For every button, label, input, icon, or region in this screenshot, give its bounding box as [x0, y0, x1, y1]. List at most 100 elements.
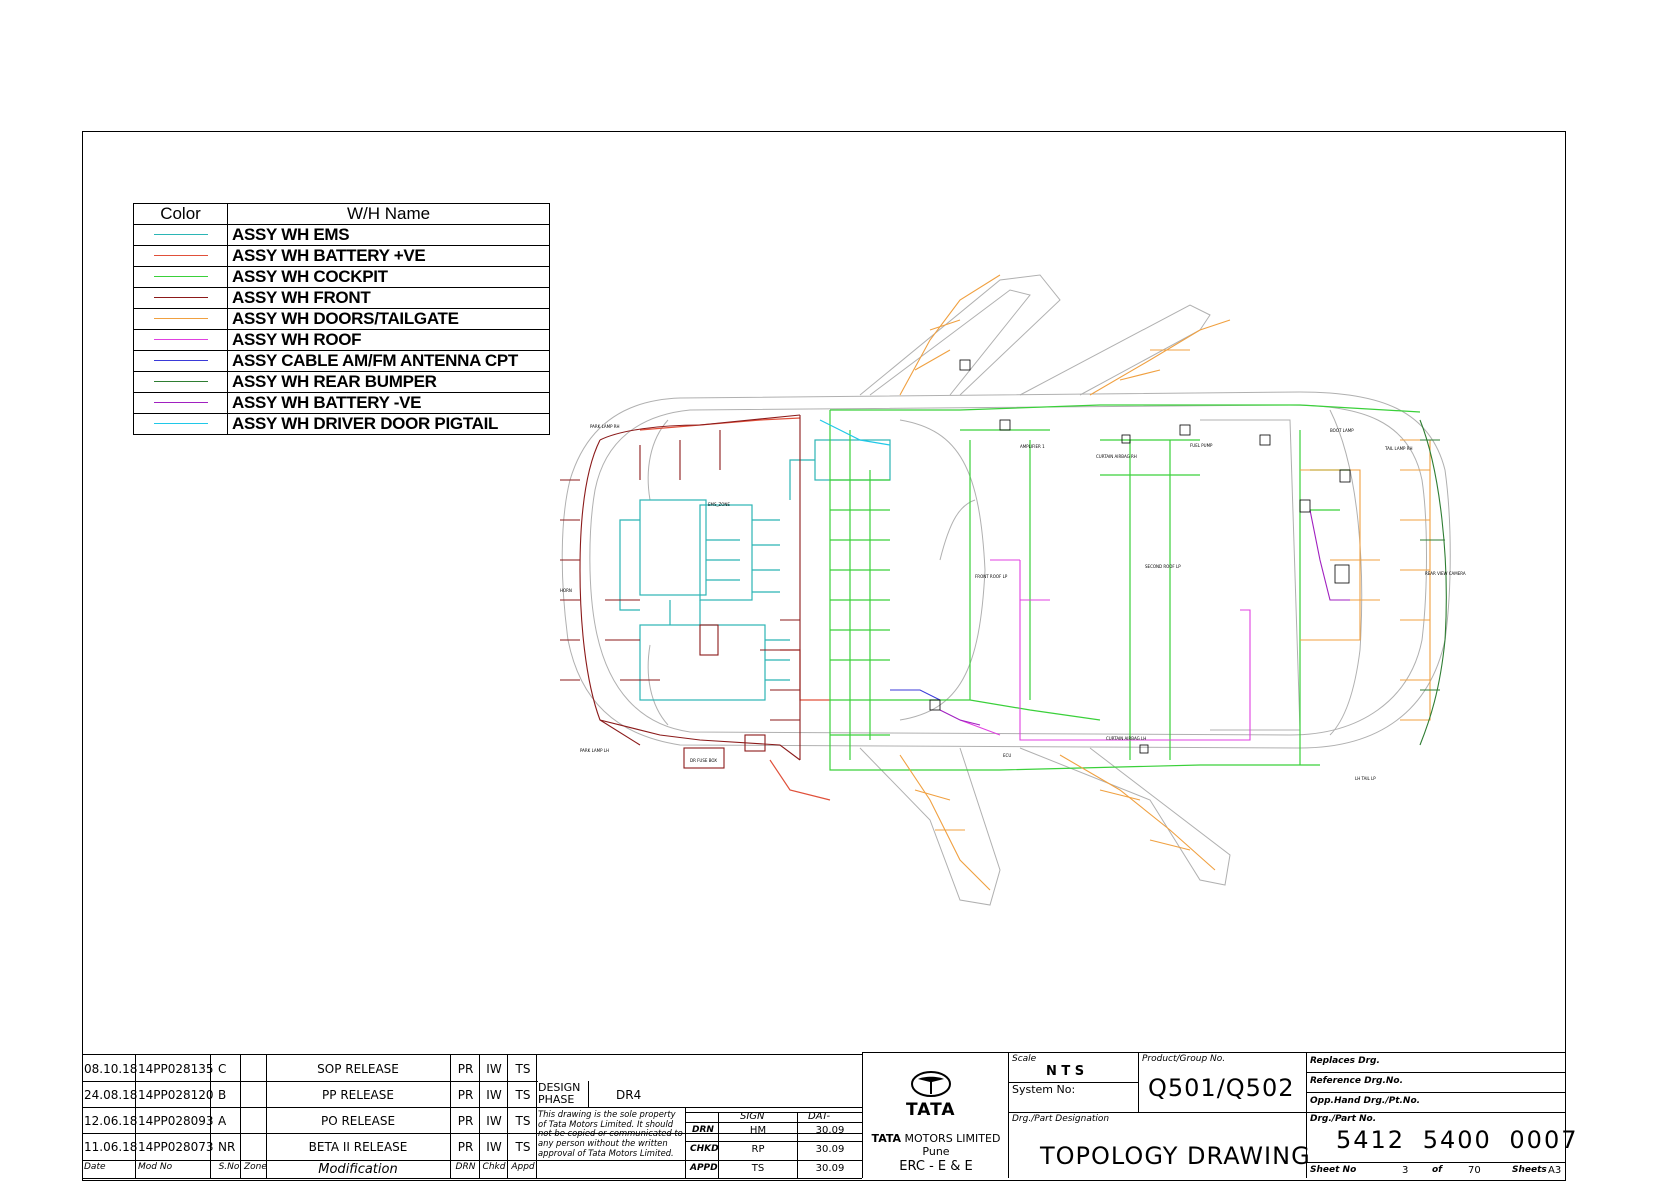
revision-s-no: B — [218, 1088, 227, 1102]
label-curtain-airbag-rh: CURTAIN AIRBAG RH — [1096, 454, 1137, 459]
label-front-roof-lp: FRONT ROOF LP — [975, 574, 1008, 579]
component-boxes — [929, 359, 1351, 754]
sheet-no-label: Sheet No — [1310, 1165, 1357, 1175]
revision-drn: PR — [457, 1114, 474, 1128]
legend-name: ASSY WH REAR BUMPER — [227, 371, 550, 393]
signoff-role: APPD — [690, 1163, 718, 1173]
signoff-role: DRN — [692, 1125, 714, 1135]
revision-header-s-no: S.No — [218, 1162, 240, 1172]
revision-header-chkd: Chkd — [482, 1162, 506, 1172]
revision-appd: TS — [515, 1140, 531, 1154]
tata-wordmark: TATA — [906, 1100, 956, 1120]
label-tail-lamp-lh: LH TAIL LP — [1355, 776, 1376, 781]
company-name-rest: MOTORS LIMITED — [904, 1132, 1001, 1145]
revision-date: 11.06.18 — [84, 1140, 138, 1154]
revision-chkd: IW — [486, 1062, 502, 1076]
revision-s-no: NR — [218, 1140, 236, 1154]
legend-row: ASSY CABLE AM/FM ANTENNA CPT — [133, 350, 550, 372]
revision-appd: TS — [515, 1062, 531, 1076]
revision-chkd: IW — [486, 1114, 502, 1128]
label-rear-view-camera: REAR VIEW CAMERA — [1425, 571, 1466, 576]
harness-cockpit — [829, 404, 1421, 771]
legend-swatch — [153, 234, 208, 236]
label-ecu: ECU — [1003, 753, 1011, 758]
car-body-outline — [561, 274, 1451, 906]
legend-swatch — [153, 255, 208, 257]
revision-drn: PR — [457, 1062, 474, 1076]
legend-swatch — [153, 360, 208, 362]
label-second-roof-lp: SECOND ROOF LP — [1145, 564, 1181, 569]
label-ems-zone: EMS_ZONE — [708, 502, 730, 507]
revision-header-drn: DRN — [455, 1162, 476, 1172]
legend-name: ASSY CABLE AM/FM ANTENNA CPT — [227, 350, 550, 372]
sheet-size-value: A3 — [1548, 1165, 1562, 1176]
scale-label: Scale — [1012, 1054, 1037, 1064]
legend-row: ASSY WH COCKPIT — [133, 266, 550, 288]
label-park-lamp-lh: PARK LAMP LH — [580, 748, 609, 753]
legend-row: ASSY WH DRIVER DOOR PIGTAIL — [133, 413, 550, 435]
signoff-sign: RP — [751, 1144, 765, 1155]
company-brand: TATA — [871, 1132, 902, 1145]
sign-header: SIGN — [740, 1111, 765, 1122]
label-amplifier: AMPLIFIER 1 — [1020, 444, 1045, 449]
replaces-label: Replaces Drg. — [1310, 1056, 1380, 1066]
revision-chkd: IW — [486, 1088, 502, 1102]
revision-modification: BETA II RELEASE — [308, 1140, 408, 1154]
label-dr-fuse-box: DR FUSE BOX — [690, 758, 717, 763]
legend-header-name: W/H Name — [227, 203, 550, 225]
date-header: DAT- — [808, 1111, 831, 1122]
revision-date: 12.06.18 — [84, 1114, 138, 1128]
revision-mod-no: 14PP028073 — [138, 1140, 214, 1154]
revision-appd: TS — [515, 1114, 531, 1128]
revision-modification: PO RELEASE — [320, 1114, 396, 1128]
tata-logo-icon — [911, 1071, 951, 1097]
revision-drn: PR — [457, 1088, 474, 1102]
harness-rear-bumper — [1419, 419, 1447, 746]
scale-value: N T S — [1046, 1064, 1085, 1079]
signoff-sign: HM — [749, 1125, 767, 1136]
signoff-date: 30.09 — [815, 1125, 845, 1136]
proprietary-notice: This drawing is the sole property of Tat… — [538, 1109, 683, 1158]
harness-driver-door-pigtail — [819, 419, 891, 446]
part-number: 5412 5400 0007 — [1336, 1126, 1579, 1154]
signoff-date: 30.09 — [815, 1144, 845, 1155]
legend-swatch — [153, 276, 208, 278]
label-park-lamp-rh: PARK LAMP RH — [590, 424, 620, 429]
harness-roof — [959, 559, 1251, 741]
company-dept: ERC - E & E — [899, 1159, 973, 1174]
harness-ems — [619, 439, 891, 701]
company-city: Pune — [922, 1145, 950, 1158]
legend-swatch — [153, 297, 208, 299]
legend-row: ASSY WH ROOF — [133, 329, 550, 351]
revision-drn: PR — [457, 1140, 474, 1154]
revision-mod-no: 14PP028093 — [138, 1114, 214, 1128]
label-curtain-airbag-lh: CURTAIN AIRBAG LH — [1106, 736, 1146, 741]
revision-header-date: Date — [84, 1162, 106, 1172]
revision-mod-no: 14PP028135 — [138, 1062, 214, 1076]
label-horn: HORN — [560, 588, 572, 593]
revision-header-modification: Modification — [318, 1162, 398, 1177]
legend-swatch — [153, 339, 208, 341]
revision-header-mod-no: Mod No — [138, 1162, 173, 1172]
legend-name: ASSY WH DRIVER DOOR PIGTAIL — [227, 413, 550, 435]
revision-mod-no: 14PP028120 — [138, 1088, 214, 1102]
reference-label: Reference Drg.No. — [1310, 1076, 1404, 1086]
legend-swatch — [153, 381, 208, 383]
legend-name: ASSY WH ROOF — [227, 329, 550, 351]
signoff-date: 30.09 — [815, 1163, 845, 1174]
diagram-labels: EMS_ZONE DR FUSE BOX ECU FUEL PUMP CURTA… — [560, 424, 1466, 781]
revision-s-no: C — [218, 1062, 227, 1076]
label-fuel-pump: FUEL PUMP — [1190, 443, 1213, 448]
revision-appd: TS — [515, 1088, 531, 1102]
system-no-label: System No: — [1012, 1083, 1076, 1096]
design-phase-value: DR4 — [616, 1088, 642, 1102]
revision-s-no: A — [218, 1114, 227, 1128]
legend-row: ASSY WH REAR BUMPER — [133, 371, 550, 393]
designation-label: Drg./Part Designation — [1012, 1114, 1110, 1124]
legend-swatch — [153, 423, 208, 425]
of-label: of — [1432, 1165, 1443, 1175]
revision-header-appd: Appd — [511, 1162, 535, 1172]
revision-modification: SOP RELEASE — [317, 1062, 399, 1076]
